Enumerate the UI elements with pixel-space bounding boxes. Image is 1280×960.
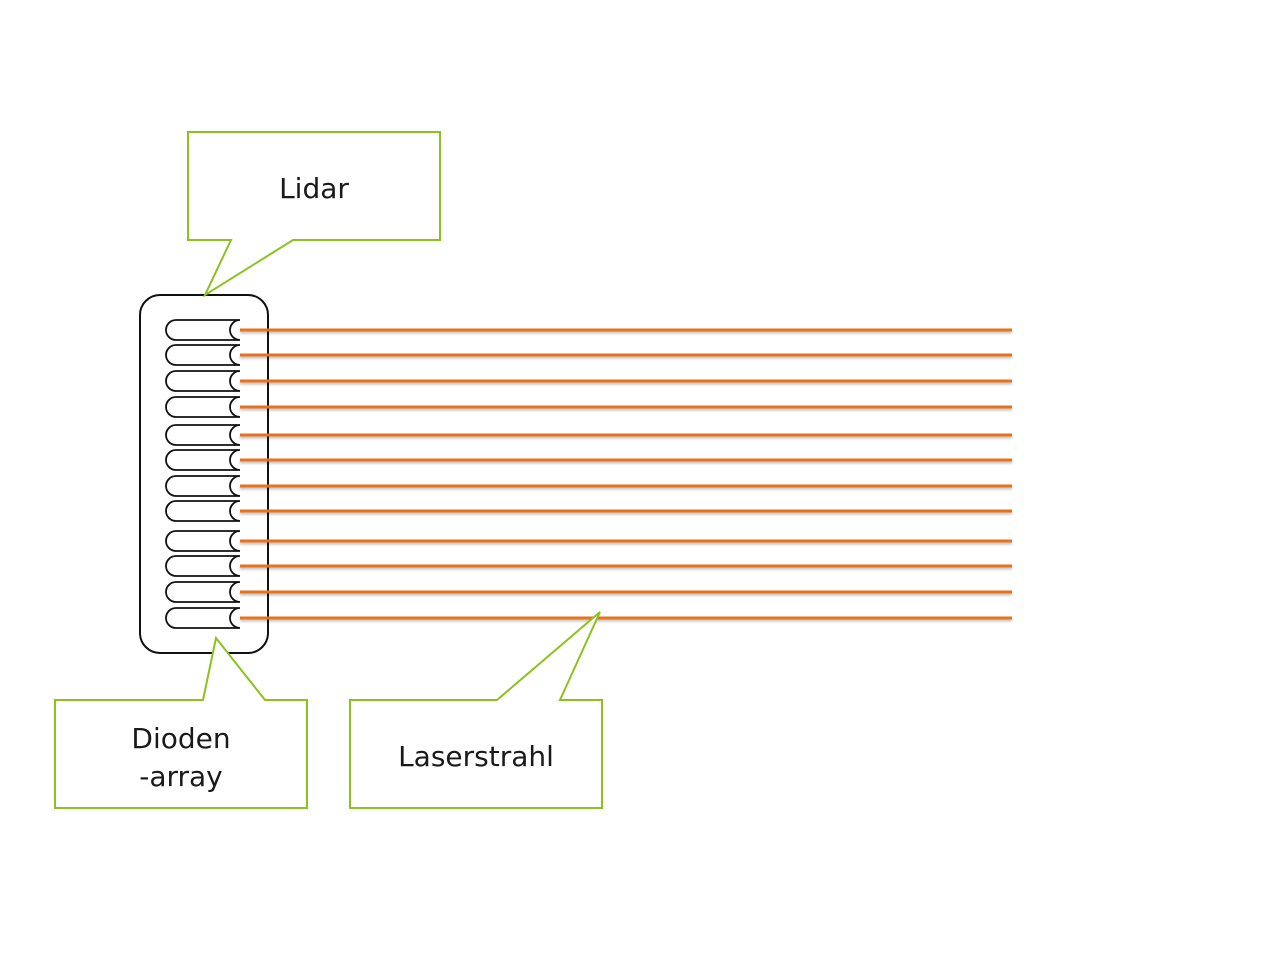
diode xyxy=(165,475,241,497)
diode xyxy=(165,555,241,577)
diode xyxy=(165,581,241,603)
diode-array xyxy=(165,319,241,629)
callout-lidar: Lidar xyxy=(187,131,441,298)
callout-diode-array-shape xyxy=(54,635,308,809)
callout-laser-beam-shape xyxy=(349,611,603,809)
callout-diode-array-label-line2: -array xyxy=(139,760,223,793)
diode xyxy=(165,607,241,629)
callout-diode-array-label-line1: Dioden xyxy=(131,722,230,755)
diode xyxy=(165,424,241,446)
callout-diode-array: Dioden -array xyxy=(54,635,308,809)
diode xyxy=(165,500,241,522)
callout-lidar-label: Lidar xyxy=(279,172,349,205)
callout-laser-beam: Laserstrahl xyxy=(349,611,603,809)
diode xyxy=(165,449,241,471)
diode xyxy=(165,319,241,341)
diode xyxy=(165,530,241,552)
laser-beams xyxy=(240,328,1012,620)
diode xyxy=(165,370,241,392)
callout-laser-beam-label: Laserstrahl xyxy=(398,740,554,773)
diode xyxy=(165,344,241,366)
diode xyxy=(165,396,241,418)
callout-lidar-shape xyxy=(187,131,441,298)
